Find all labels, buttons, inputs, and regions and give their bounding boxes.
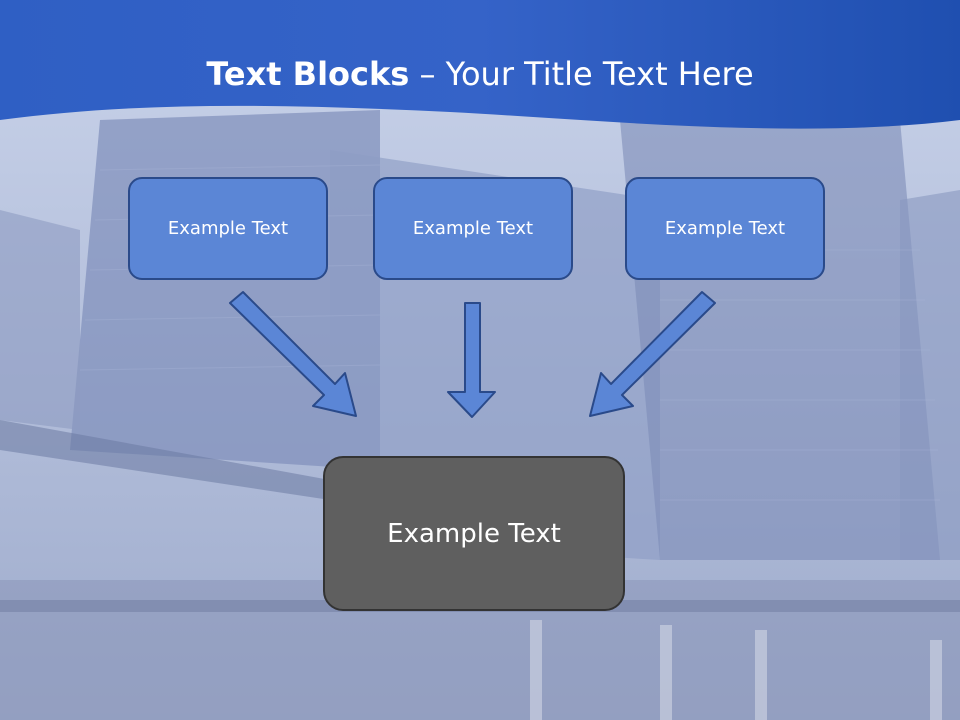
text-block-bottom[interactable]: Example Text <box>323 456 625 611</box>
text-block-bottom-label: Example Text <box>387 518 561 549</box>
text-block-right[interactable]: Example Text <box>625 177 825 280</box>
title-bold-part: Text Blocks <box>206 55 410 93</box>
text-block-left-label: Example Text <box>167 218 289 239</box>
text-block-right-label: Example Text <box>664 218 786 239</box>
slide-title: Text Blocks – Your Title Text Here <box>0 55 960 93</box>
text-block-center-label: Example Text <box>412 218 534 239</box>
title-dash: – <box>409 55 446 93</box>
text-block-left[interactable]: Example Text <box>128 177 328 280</box>
text-block-center[interactable]: Example Text <box>373 177 573 280</box>
title-rest: Your Title Text Here <box>445 55 754 93</box>
